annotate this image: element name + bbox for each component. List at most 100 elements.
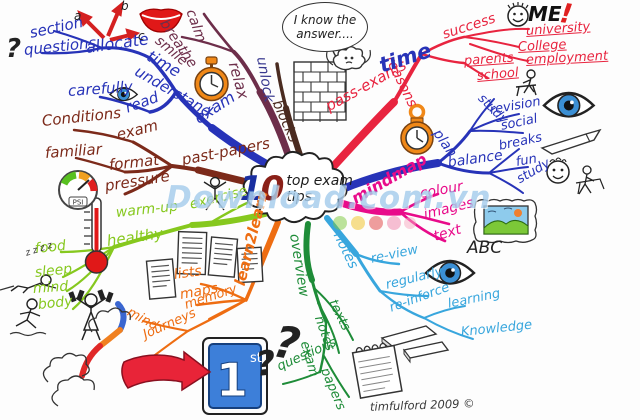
branch-learn2learn: [208, 299, 247, 320]
branch-mindmap: [398, 210, 451, 226]
framepicture-icon: [473, 198, 538, 244]
branch-pass-exams: [463, 36, 520, 48]
topic-number: 10: [239, 169, 284, 209]
branch-relax: [180, 35, 236, 54]
branch-overview: [303, 221, 315, 283]
svg-text:PSI: PSI: [73, 199, 84, 207]
branch-time: [469, 113, 520, 132]
stopwatch-icon: [194, 56, 229, 102]
branch-healthy: [71, 245, 116, 311]
branch-pass-exams: [392, 52, 424, 104]
branch-time: [436, 161, 491, 175]
speech-bubble-line2: answer....: [296, 27, 354, 41]
branch-notes-review: [354, 252, 401, 266]
wallfigure-icon: [326, 46, 371, 71]
branch-past-papers: [170, 164, 200, 172]
branch-learn2learn: [142, 320, 189, 332]
svg-text:1: 1: [216, 353, 248, 407]
branch-past-papers: [123, 164, 174, 174]
branch-overview: [317, 302, 340, 354]
pocketwatch-icon: [400, 103, 434, 155]
branch-exam-reading: [98, 95, 152, 114]
branch-pass-exams: [463, 62, 489, 79]
jumper-icon: [203, 176, 227, 211]
branch-healthy: [59, 245, 116, 254]
branch-notes-review: [324, 215, 359, 257]
branch-time: [488, 166, 529, 174]
branch-past-papers: [72, 128, 135, 144]
deskfigure-icon: [515, 69, 537, 97]
central-topic: 10 top exam tips: [238, 146, 354, 232]
branch-time: [469, 129, 524, 134]
eye-icon: [424, 259, 476, 285]
topic-line1: top exam: [286, 172, 353, 189]
wmdots-icon: [333, 216, 416, 230]
branch-pass-exams: [328, 98, 398, 172]
branch-overview: [318, 320, 328, 374]
branch-notes-review: [423, 305, 466, 319]
central-topic-text: 10 top exam tips: [238, 146, 354, 232]
branch-notes-review: [378, 289, 426, 320]
ribbonarrow-icon: [121, 350, 212, 392]
pencilstudent-icon: [540, 128, 605, 195]
branch-layer: [40, 12, 530, 398]
mesmiley-icon: [507, 2, 529, 27]
speech-bubble-line1: I know the: [293, 13, 357, 27]
speech-bubble: I know the answer....: [282, 2, 368, 52]
branch-healthy: [189, 211, 268, 228]
branch-exam-reading: [173, 89, 215, 131]
branch-healthy: [112, 223, 194, 249]
notebooks-icon: [351, 325, 450, 400]
branch-time: [436, 129, 472, 165]
branch-mindmap: [398, 210, 447, 243]
branch-relax: [202, 12, 236, 54]
cloud-outline-icon: [242, 150, 348, 224]
hillspath-icon: [42, 301, 131, 407]
branch-exam-reading: [52, 29, 104, 50]
arrowsabc-icon: [77, 0, 141, 42]
branch-unlock-blocks: [275, 62, 288, 110]
branch-time: [488, 172, 524, 194]
branch-healthy: [208, 201, 249, 225]
branch-past-papers: [123, 164, 174, 196]
branch-mindmap: [398, 192, 440, 214]
branch-healthy: [65, 245, 116, 293]
branch-exam-reading: [148, 90, 178, 114]
branch-exam-reading: [100, 46, 152, 60]
sleeper-icon: [0, 274, 57, 294]
branch-time: [488, 148, 520, 174]
branch-overview: [282, 371, 321, 385]
branch-exam-reading: [40, 46, 104, 55]
branch-notes-review: [354, 252, 382, 293]
branch-overview: [313, 287, 354, 341]
branch-overview: [323, 355, 350, 398]
branch-learn2learn: [199, 282, 248, 302]
lifter-icon: [68, 289, 114, 341]
branch-pass-exams: [420, 35, 466, 56]
runner-icon: [9, 298, 47, 337]
topic-line2: tips: [286, 189, 312, 205]
branch-pass-exams: [420, 52, 466, 65]
eye-icon: [109, 87, 139, 102]
gauge-icon: PSI: [58, 170, 98, 210]
branch-time: [341, 159, 442, 192]
branch-learn2learn: [150, 330, 189, 359]
branch-notes-review: [423, 317, 474, 340]
branch-time: [469, 98, 495, 132]
svg-text:st: st: [250, 351, 262, 366]
branch-notes-review: [378, 289, 430, 298]
redsmile-icon: [139, 8, 183, 33]
branch-pass-exams: [463, 27, 530, 38]
branch-relax: [232, 50, 262, 94]
docs-icon: [145, 230, 264, 300]
branch-mindmap: [334, 198, 404, 216]
branch-learn2learn: [195, 298, 248, 307]
branch-past-papers: [131, 140, 174, 168]
branch-exam-reading: [148, 56, 178, 94]
branch-past-papers: [74, 156, 127, 174]
branch-pass-exams: [469, 43, 529, 62]
